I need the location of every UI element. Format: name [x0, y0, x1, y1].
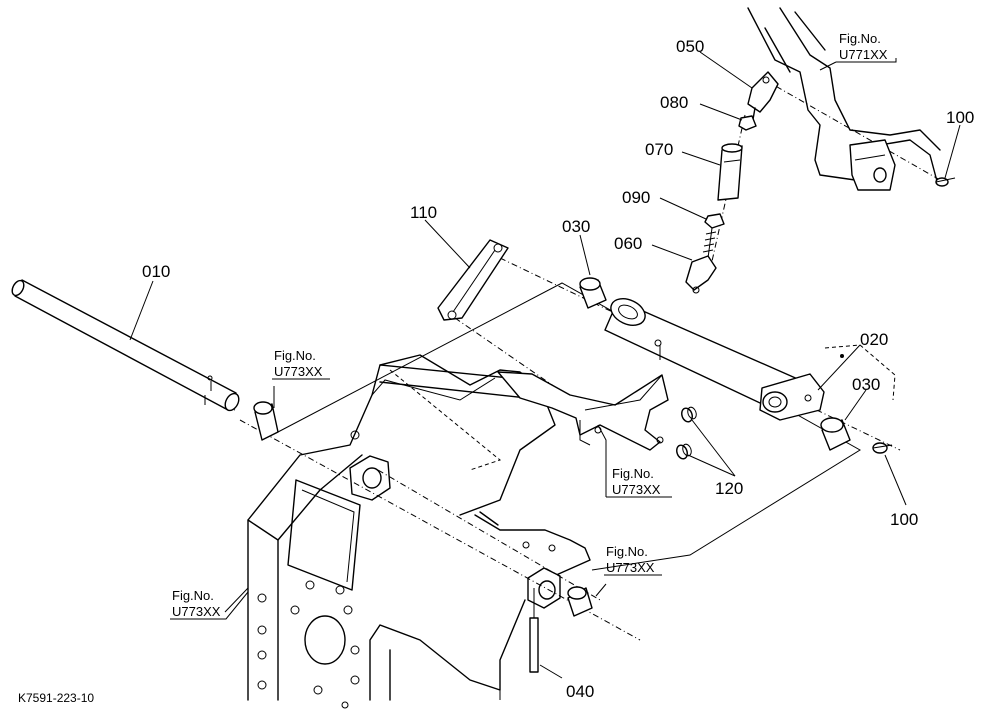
svg-text:U773XX: U773XX [274, 364, 323, 379]
svg-text:Fig.No.: Fig.No. [839, 31, 881, 46]
snap-pin-100-upper [935, 177, 956, 187]
label-090: 090 [622, 188, 650, 207]
clips-120 [676, 406, 697, 460]
arm-tube-020 [604, 298, 896, 421]
svg-text:U773XX: U773XX [612, 482, 661, 497]
drawing-code: K7591-223-10 [18, 691, 94, 705]
label-010: 010 [142, 262, 170, 281]
svg-text:Fig.No.: Fig.No. [612, 466, 654, 481]
part-labels: 010 050 080 070 090 060 030 110 020 030 … [142, 37, 974, 701]
label-100-upper: 100 [946, 108, 974, 127]
bushing-030-upper [579, 277, 607, 309]
assembly-plane-outline [277, 282, 861, 571]
label-060: 060 [614, 234, 642, 253]
frame-plate [247, 354, 591, 709]
fig-ref-u773-left: Fig.No. U773XX [272, 348, 330, 380]
pin-040 [529, 588, 539, 673]
svg-text:Fig.No.: Fig.No. [274, 348, 316, 363]
shaft-010 [11, 279, 240, 412]
label-030-right: 030 [852, 375, 880, 394]
fig-ref-u773-bottom: Fig.No. U773XX [170, 588, 249, 620]
bushing-lower [567, 586, 593, 617]
snap-pin-100-lower [872, 442, 893, 454]
bushing-left [253, 401, 279, 441]
label-050: 050 [676, 37, 704, 56]
label-070: 070 [645, 140, 673, 159]
leader-lines [129, 51, 961, 679]
bushing-030-right [820, 417, 851, 451]
label-080: 080 [660, 93, 688, 112]
bellcrank [497, 371, 669, 451]
svg-text:Fig.No.: Fig.No. [606, 544, 648, 559]
label-040: 040 [566, 682, 594, 701]
center-lines [209, 79, 941, 641]
svg-text:U773XX: U773XX [172, 604, 221, 619]
link-110 [437, 239, 509, 321]
fig-ref-u773-center: Fig.No. U773XX [605, 466, 672, 498]
figure-references: Fig.No. U771XX Fig.No. U773XX Fig.No. U7… [170, 31, 888, 620]
label-100-lower: 100 [890, 510, 918, 529]
rod-linkage [685, 71, 779, 294]
svg-text:U773XX: U773XX [606, 560, 655, 575]
label-020: 020 [860, 330, 888, 349]
svg-text:Fig.No.: Fig.No. [172, 588, 214, 603]
fig-ref-u771: Fig.No. U771XX [839, 31, 888, 62]
svg-text:U771XX: U771XX [839, 47, 888, 62]
pedal-arm [747, 7, 941, 191]
label-030-upper: 030 [562, 217, 590, 236]
fig-ref-u773-right: Fig.No. U773XX [604, 544, 662, 576]
label-120: 120 [715, 479, 743, 498]
label-110: 110 [410, 203, 437, 222]
